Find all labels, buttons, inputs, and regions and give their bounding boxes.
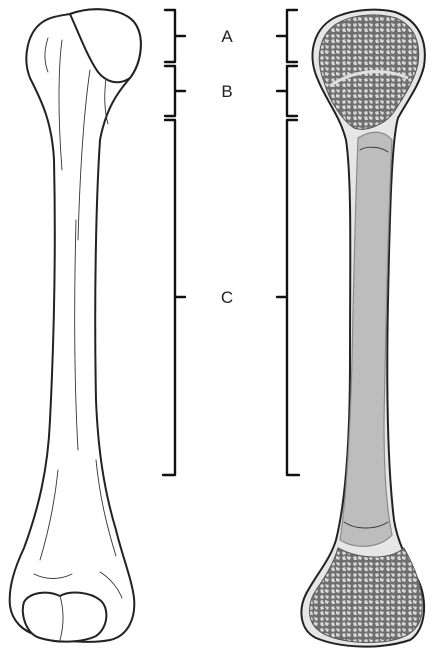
label-a: A [221, 27, 233, 46]
bone-external-outline [10, 9, 141, 642]
distal-condyles [23, 593, 107, 642]
bone-external-view [10, 9, 141, 642]
bracket-b-left [165, 66, 185, 116]
label-c: C [221, 288, 233, 307]
bracket-c-left [163, 120, 185, 475]
region-brackets-left [163, 10, 185, 475]
bone-cross-section [301, 10, 424, 647]
bracket-b-right [277, 66, 297, 116]
bracket-a-left [165, 10, 185, 62]
bracket-a-right [277, 10, 297, 62]
region-brackets-right [277, 10, 299, 475]
label-b: B [221, 82, 232, 101]
bracket-c-right [277, 120, 299, 475]
medullary-cavity [340, 132, 392, 546]
